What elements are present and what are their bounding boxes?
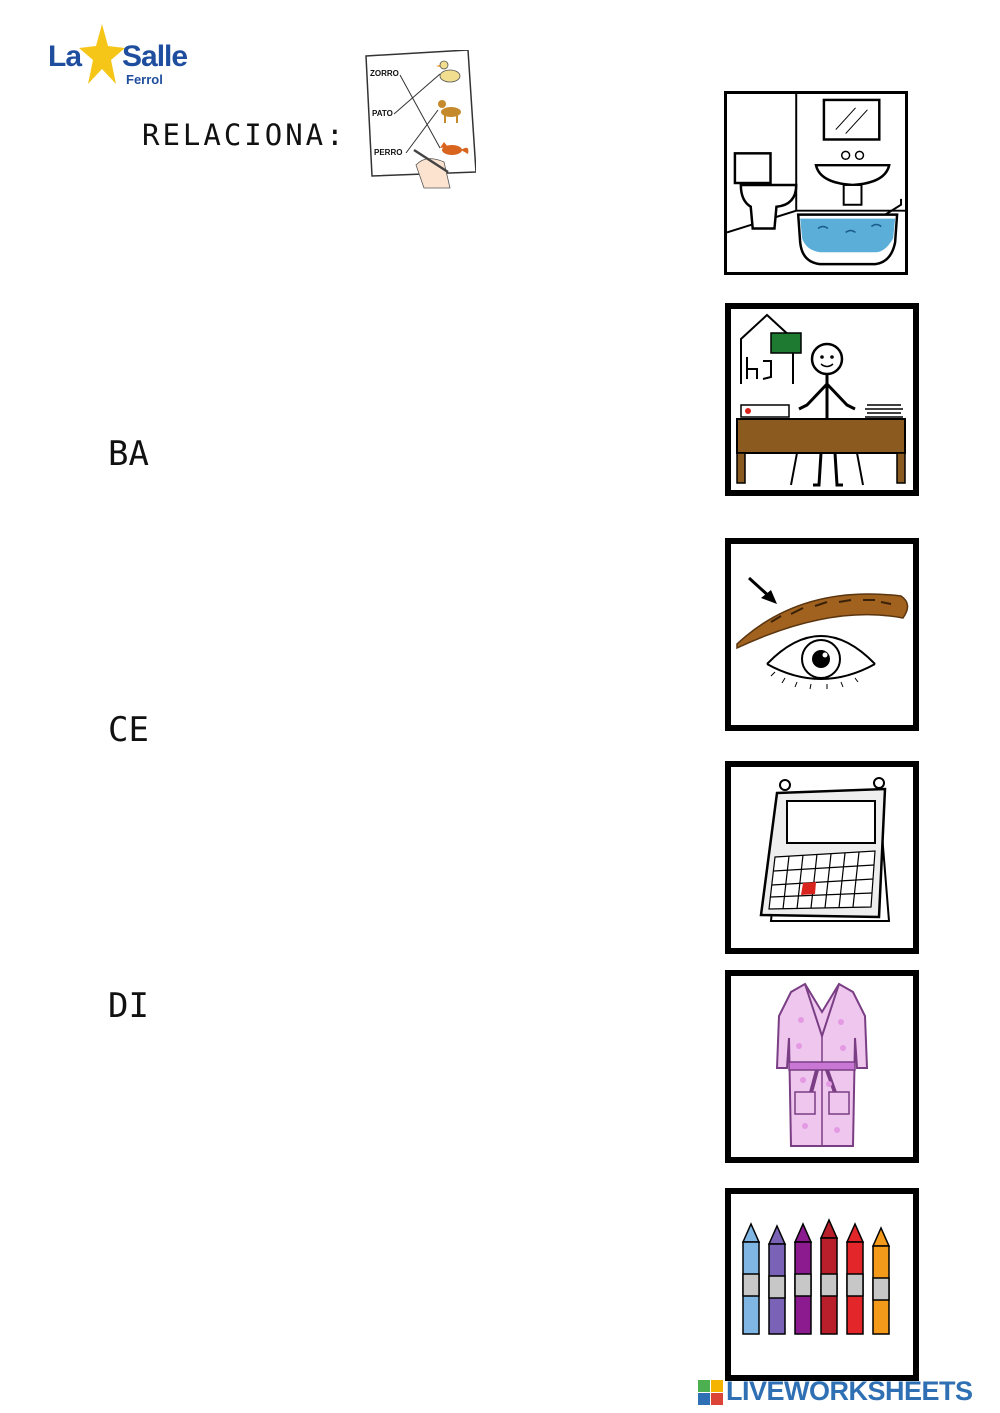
- instruction-heading: RELACIONA:: [142, 118, 347, 152]
- bathroom-picture[interactable]: [724, 91, 908, 275]
- crayons-icon: [741, 1218, 891, 1335]
- example-word-2: PATO: [372, 109, 393, 118]
- office-desk-icon: [736, 313, 906, 487]
- syllable-di[interactable]: DI: [108, 986, 149, 1026]
- school-logo: La Salle Ferrol: [46, 22, 202, 88]
- syllable-ba[interactable]: BA: [108, 434, 149, 474]
- crayons-picture[interactable]: [725, 1188, 919, 1381]
- liveworksheets-brand-text: LIVEWORKSHEETS: [726, 1376, 973, 1406]
- example-word-1: ZORRO: [370, 69, 399, 78]
- liveworksheets-logo-icon: [698, 1380, 723, 1405]
- office-desk-picture[interactable]: [725, 303, 919, 496]
- calendar-picture[interactable]: [725, 761, 919, 954]
- bathrobe-icon: [775, 982, 869, 1147]
- eyebrow-picture[interactable]: [725, 538, 919, 731]
- logo-text-salle: Salle: [122, 40, 188, 73]
- star-icon: [79, 24, 125, 84]
- bathroom-icon: [727, 94, 905, 266]
- syllable-ce[interactable]: CE: [108, 710, 149, 750]
- matching-example-illustration: ZORRO PATO PERRO: [364, 49, 477, 190]
- eyebrow-icon: [736, 576, 909, 690]
- example-word-3: PERRO: [374, 148, 403, 157]
- calendar-icon: [759, 777, 891, 922]
- bathrobe-picture[interactable]: [725, 970, 919, 1163]
- liveworksheets-watermark: LIVEWORKSHEETS: [698, 1376, 998, 1410]
- example-sheet-icon: [365, 49, 477, 189]
- logo-subtext: Ferrol: [126, 72, 163, 87]
- logo-text-la: La: [48, 40, 82, 73]
